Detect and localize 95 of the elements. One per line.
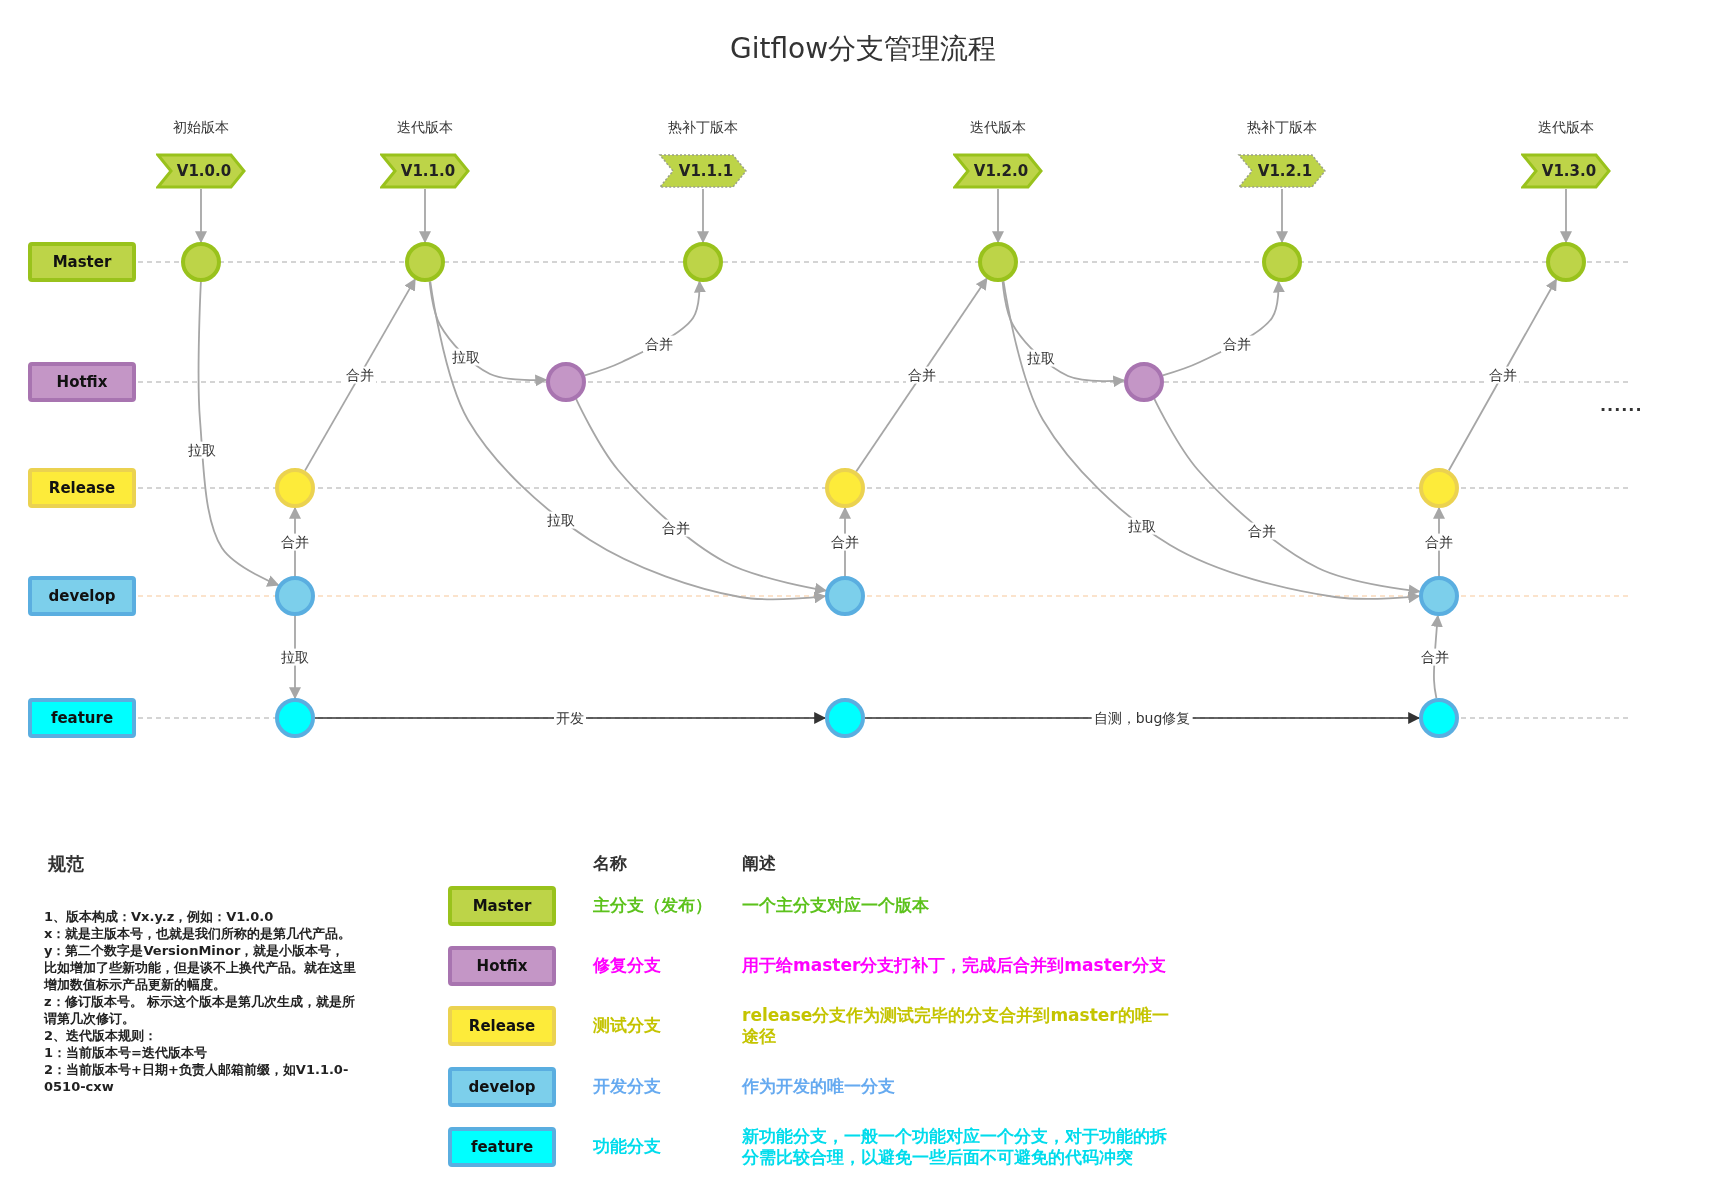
commit-circle: [181, 242, 221, 282]
edge-label: 拉取: [186, 442, 219, 459]
edge-label: 合并: [279, 533, 311, 551]
version-caption: 热补丁版本: [667, 119, 739, 137]
branch-description: 一个主分支对应一个版本: [742, 895, 930, 917]
version-tag: V1.2.1: [1237, 153, 1327, 189]
version-caption: 初始版本: [172, 119, 230, 137]
edge-label: 合并: [344, 366, 376, 384]
arrow: [197, 281, 280, 587]
commit-circle: [825, 698, 865, 738]
ellipsis-text: ......: [1600, 396, 1643, 415]
arrow: [1153, 398, 1421, 597]
heading-text: 阐述: [742, 852, 776, 875]
branch-label: develop: [28, 576, 136, 616]
commit-circle: [683, 242, 723, 282]
arrow: [1560, 188, 1572, 244]
commit-circle: [546, 362, 586, 402]
edge-label: 合并: [642, 335, 675, 353]
commit-circle: [275, 576, 315, 616]
edge-label: 合并: [829, 533, 861, 551]
branch-name: 开发分支: [593, 1076, 662, 1098]
rule-text: 2、迭代版本规则：: [44, 1027, 159, 1044]
version-tag: V1.2.0: [953, 153, 1043, 189]
version-tag: V1.1.1: [658, 153, 748, 189]
branch-label: Hotfix: [28, 362, 136, 402]
branch-label: Master: [28, 242, 136, 282]
commit-circle: [275, 468, 315, 508]
rule-text: 1、版本构成：Vx.y.z，例如：V1.0.0: [44, 908, 275, 925]
branch-name: 主分支（发布）: [593, 895, 713, 917]
edge-label: 拉取: [1126, 518, 1159, 535]
version-tag: V1.1.0: [380, 153, 470, 189]
commit-circle: [1124, 362, 1164, 402]
arrow: [992, 188, 1004, 244]
heading-text: 名称: [593, 852, 627, 875]
commit-circle: [825, 576, 865, 616]
edge-label: 拉取: [545, 511, 578, 529]
commit-circle: [405, 242, 445, 282]
edge-label: 合并: [1221, 335, 1254, 353]
edge-label: 拉取: [279, 648, 311, 666]
branch-description: 作为开发的唯一分支: [742, 1076, 896, 1098]
arrow: [1002, 280, 1421, 604]
edge-label: 合并: [1486, 366, 1519, 384]
arrow: [1276, 188, 1288, 244]
version-caption: 迭代版本: [396, 119, 454, 137]
commit-circle: [275, 698, 315, 738]
rule-text: x：就是主版本号，也就是我们所称的是第几代产品。: [44, 925, 353, 942]
rule-text: y：第二个数字是VersionMinor，就是小版本号，比如增加了些新功能，但是谈不上换代产品。就在这里增加数值标示产品更新的幅度。: [44, 942, 356, 993]
commit-circle: [1419, 698, 1459, 738]
branch-key-box: Release: [448, 1006, 556, 1046]
branch-key-box: Master: [448, 886, 556, 926]
arrow: [429, 280, 827, 604]
rule-text: z：修订版本号。 标示这个版本是第几次生成，就是所谓第几次修订。: [44, 993, 356, 1027]
edge-label: 合并: [1246, 522, 1279, 540]
rule-text: 2：当前版本号+日期+负责人邮箱前缀，如V1.1.0-0510-cxw: [44, 1061, 350, 1095]
arrow: [314, 712, 827, 724]
arrow: [855, 277, 988, 473]
commit-circle: [1419, 576, 1459, 616]
branch-key-box: Hotfix: [448, 946, 556, 986]
version-tag: V1.0.0: [156, 153, 246, 189]
commit-circle: [825, 468, 865, 508]
arrow: [195, 188, 207, 244]
edge-label: 合并: [1423, 533, 1455, 551]
edge-label: 开发: [554, 709, 586, 727]
edge-label: 合并: [660, 519, 693, 537]
arrow: [1447, 278, 1558, 472]
version-caption: 热补丁版本: [1246, 119, 1318, 137]
commit-circle: [1262, 242, 1302, 282]
edge-label: 拉取: [1025, 349, 1058, 367]
edge-label: 自测，bug修复: [1091, 709, 1193, 727]
commit-circle: [978, 242, 1018, 282]
rule-text: 1：当前版本号=迭代版本号: [44, 1044, 208, 1061]
arrow: [304, 278, 416, 472]
branch-label: Release: [28, 468, 136, 508]
arrow: [697, 188, 709, 244]
arrow: [575, 398, 827, 595]
edge-label: 合并: [1418, 648, 1451, 666]
branch-label: feature: [28, 698, 136, 738]
commit-circle: [1546, 242, 1586, 282]
branch-key-box: develop: [448, 1067, 556, 1107]
branch-name: 测试分支: [593, 1015, 662, 1037]
arrow: [419, 188, 431, 244]
branch-key-box: feature: [448, 1127, 556, 1167]
branch-name: 功能分支: [593, 1136, 662, 1158]
version-caption: 迭代版本: [1537, 119, 1595, 137]
edge-label: 合并: [905, 366, 938, 384]
branch-description: 新功能分支，一般一个功能对应一个分支，对于功能的拆分需比较合理，以避免一些后面不可避免的代码冲突: [742, 1125, 1168, 1169]
diagram-title: Gitflow分支管理流程: [728, 31, 998, 67]
branch-name: 修复分支: [593, 955, 662, 977]
branch-description: 用于给master分支打补丁，完成后合并到master分支: [742, 955, 1167, 977]
version-caption: 迭代版本: [969, 119, 1027, 137]
edge-label: 拉取: [450, 348, 482, 366]
version-tag: V1.3.0: [1521, 153, 1611, 189]
commit-circle: [1419, 468, 1459, 508]
heading-text: 规范: [48, 852, 84, 876]
branch-description: release分支作为测试完毕的分支合并到master的唯一途径: [742, 1004, 1170, 1048]
